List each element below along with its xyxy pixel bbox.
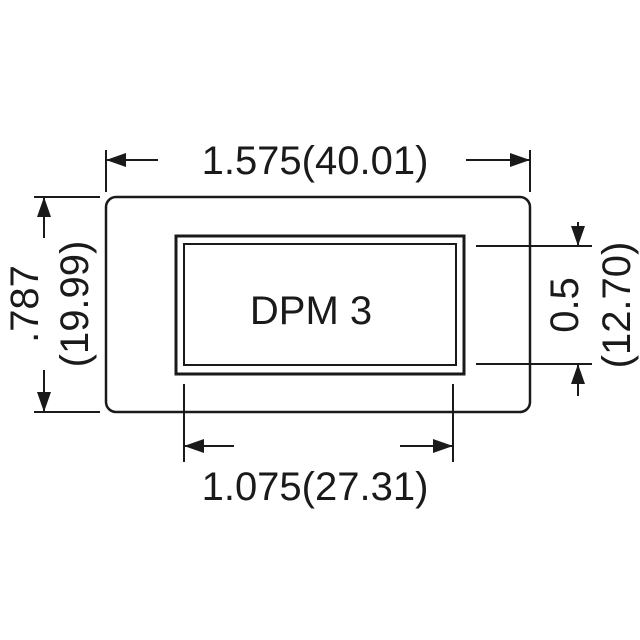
overall-height-dimension: .787 (19.99) xyxy=(3,196,100,413)
overall-width-dimension: 1.575(40.01) xyxy=(105,139,531,192)
window-width-dimension: 1.075(27.31) xyxy=(183,384,454,509)
display-window-inner xyxy=(183,243,457,366)
window-height-label-in: 0.5 xyxy=(543,277,587,333)
outer-bezel xyxy=(104,195,532,414)
window-height-dimension: 0.5 (12.70) xyxy=(476,222,639,396)
overall-width-label: 1.575(40.01) xyxy=(202,139,429,183)
window-height-label-mm: (12.70) xyxy=(595,242,639,369)
overall-height-label-mm: (19.99) xyxy=(53,241,97,368)
display-label: DPM 3 xyxy=(250,289,372,333)
display-window-outer xyxy=(174,234,466,376)
overall-height-label-in: .787 xyxy=(3,265,47,343)
window-width-label: 1.075(27.31) xyxy=(202,465,429,509)
